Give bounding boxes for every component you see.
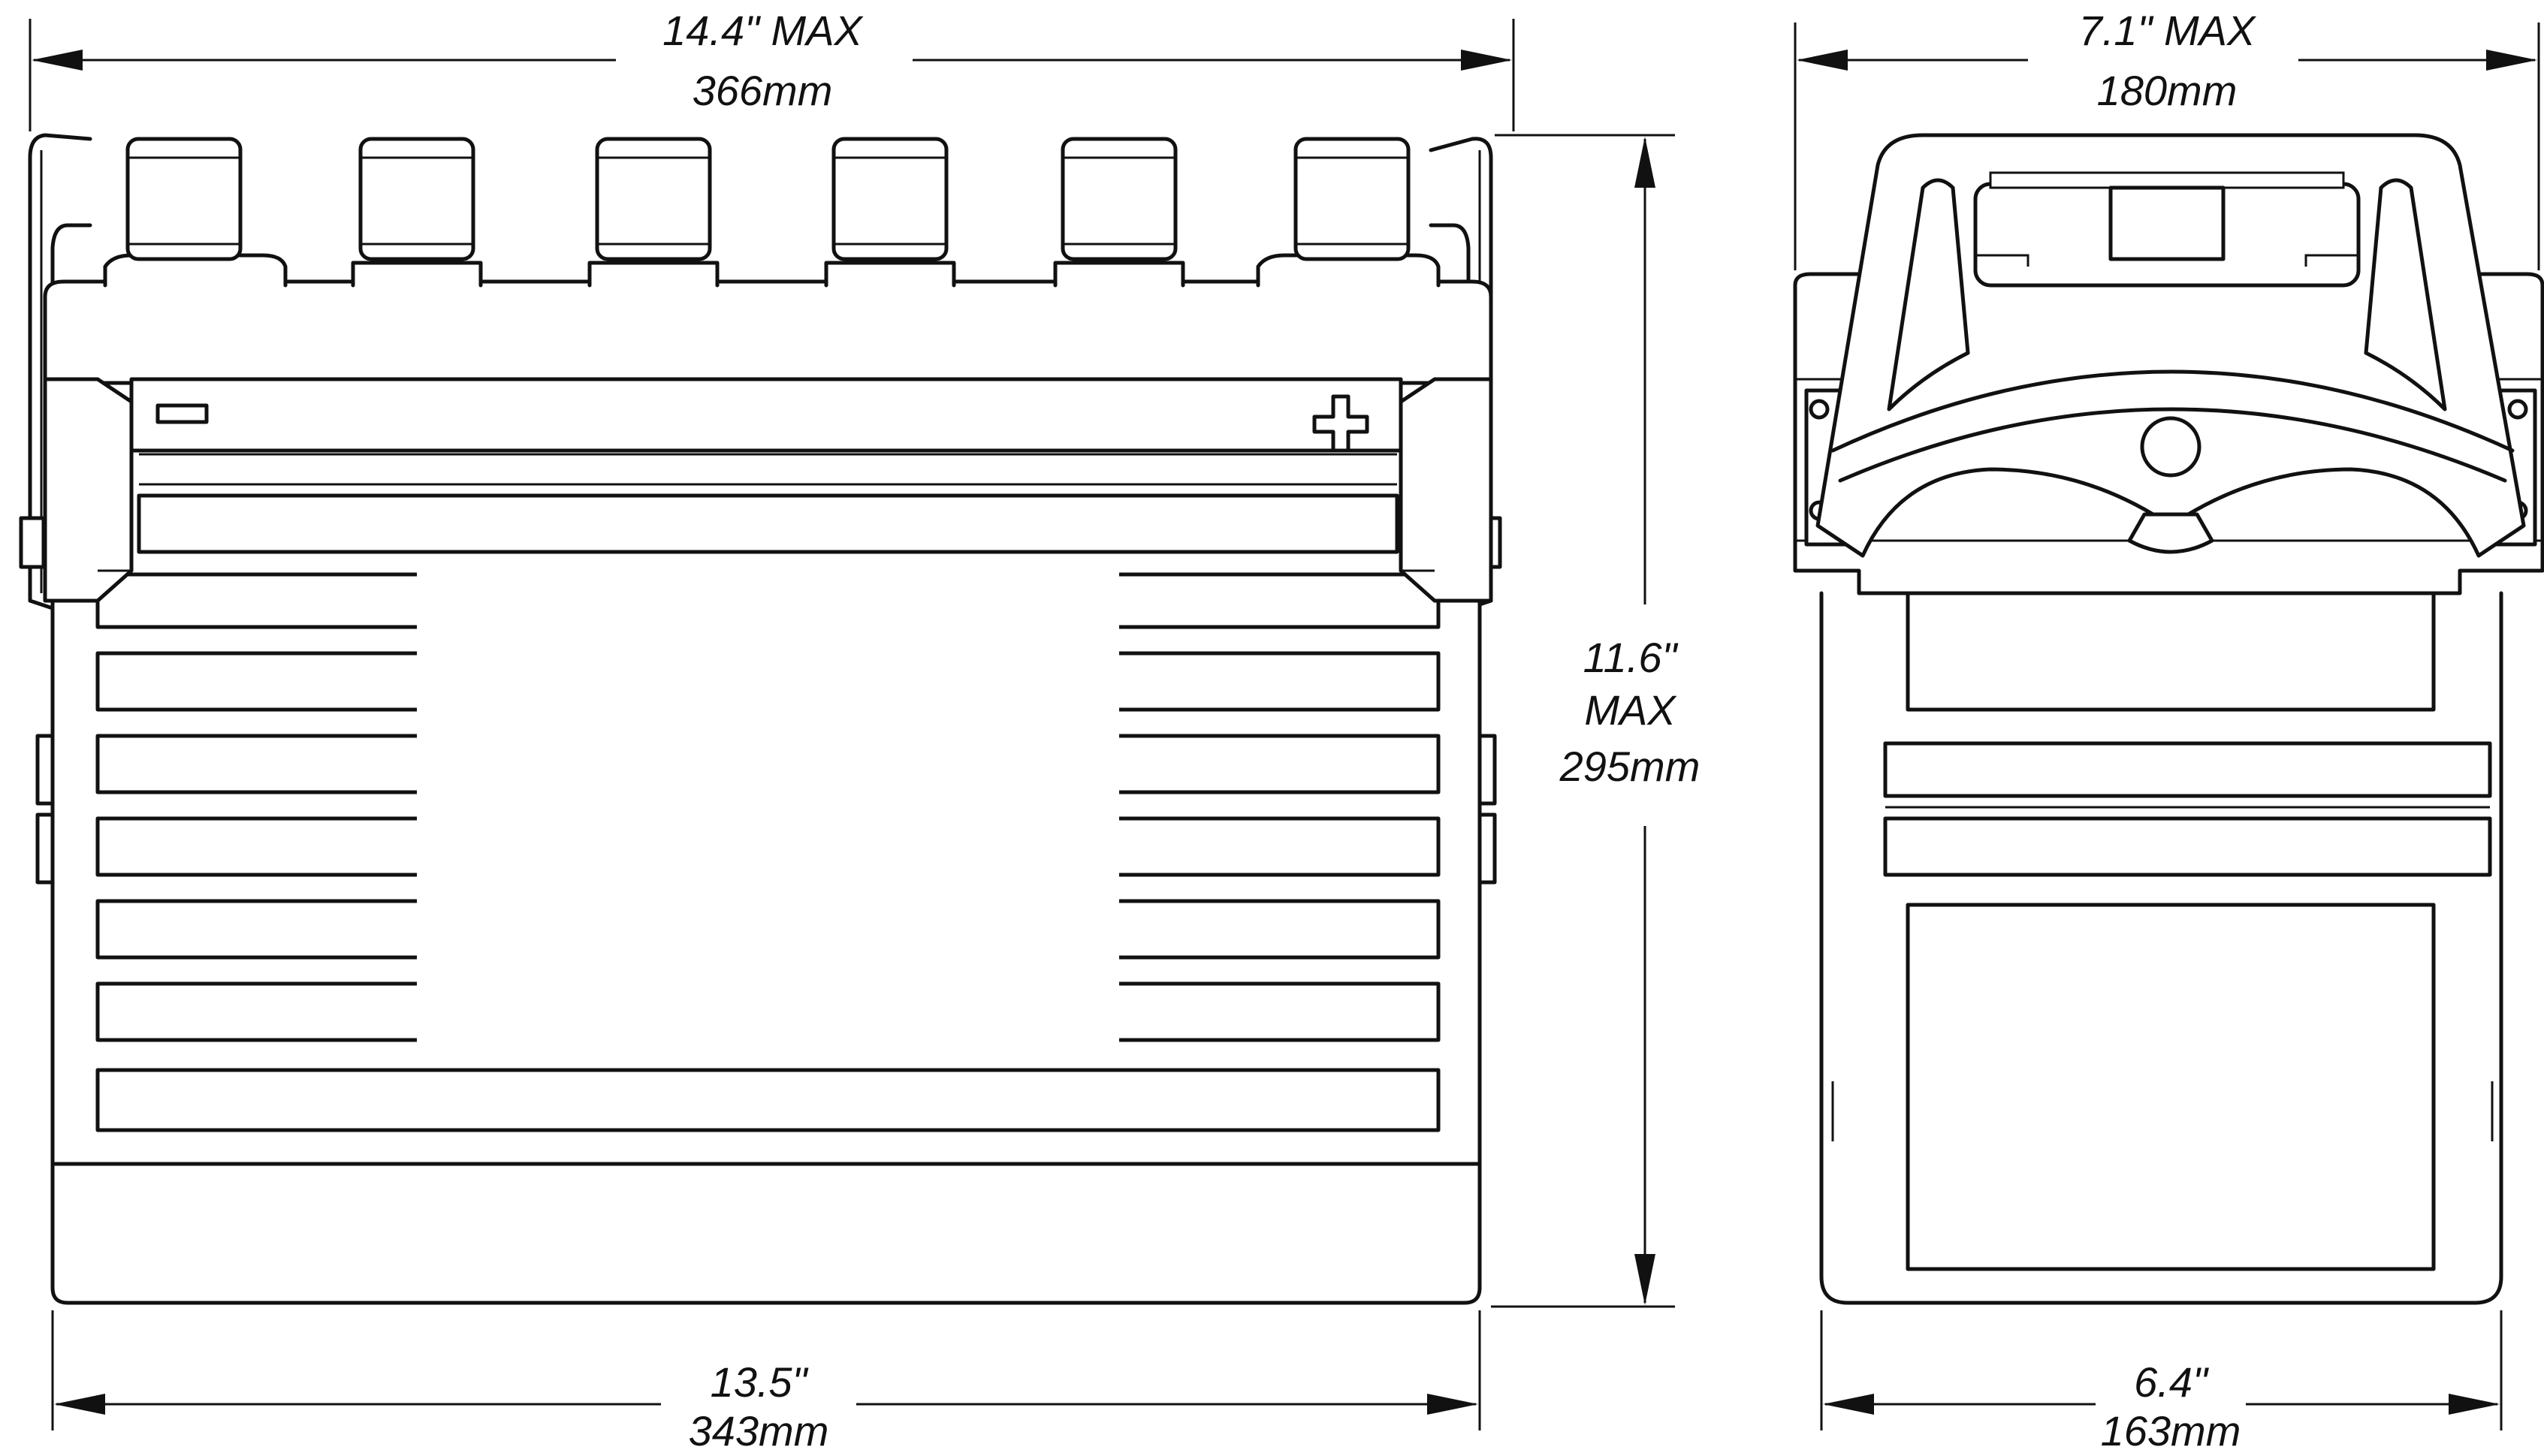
side-band-upper: [1883, 741, 2492, 798]
bottom-width-inches: 13.5": [711, 1358, 809, 1406]
side-top-width-mm: 180mm: [2097, 67, 2238, 114]
side-lower-panel: [1906, 903, 2436, 1271]
side-terminal-post: [2108, 185, 2226, 261]
height-mm: 295mm: [1559, 743, 1701, 790]
lid-band: [129, 377, 1403, 453]
side-view: 7.1" MAX 180mm 6.4" 163mm: [1793, 7, 2544, 1454]
lid-left-corner: [43, 377, 134, 603]
dimension-side-top-width: 7.1" MAX 180mm: [1794, 7, 2540, 270]
rib-group-left: [95, 572, 423, 1042]
positive-terminal-symbol: [1312, 394, 1369, 453]
lid-lower-strip: [137, 493, 1399, 554]
front-view: 14.4" MAX 366mm 11.6" MAX 295mm 13.5" 34…: [19, 7, 1701, 1454]
dimension-bottom-width: 13.5" 343mm: [51, 1310, 1481, 1454]
lid-right-corner: [1399, 377, 1493, 603]
top-width-mm: 366mm: [693, 67, 833, 114]
negative-terminal-symbol: [155, 403, 209, 424]
battery-lid: [43, 279, 1493, 385]
top-width-inches: 14.4" MAX: [662, 7, 864, 54]
handle-slot-right: [2364, 178, 2447, 411]
side-top-width-inches: 7.1" MAX: [2079, 7, 2257, 54]
side-bottom-width-mm: 163mm: [2101, 1407, 2241, 1454]
dimension-height: 11.6" MAX 295mm: [1491, 134, 1701, 1308]
bottom-rib: [95, 1068, 1441, 1132]
dimension-side-bottom-width: 6.4" 163mm: [1820, 1310, 2503, 1454]
terminal-posts: [103, 137, 1441, 288]
height-max: MAX: [1584, 686, 1677, 734]
dimension-top-width: 14.4" MAX 366mm: [29, 7, 1515, 131]
handle-slot-left: [1887, 178, 1970, 411]
side-band-lower: [1883, 816, 2492, 877]
vent-cap: [2140, 416, 2201, 478]
bottom-width-mm: 343mm: [689, 1407, 829, 1454]
left-clip: [28, 133, 92, 610]
bolt: [1809, 399, 1830, 420]
height-inches: 11.6": [1583, 634, 1679, 681]
vent-hood: [2127, 512, 2214, 554]
left-latch: [19, 516, 46, 569]
bolt: [2507, 399, 2528, 420]
side-bottom-width-inches: 6.4": [2134, 1358, 2209, 1406]
battery-base: [50, 1162, 1482, 1305]
label-area: [417, 563, 1119, 1059]
